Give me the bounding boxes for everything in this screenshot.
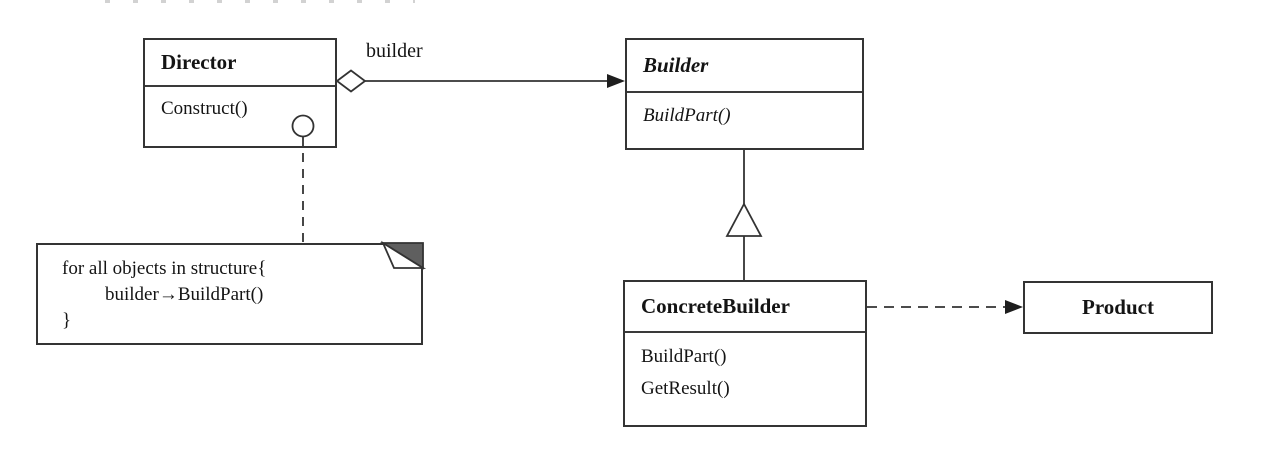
note-line-1: for all objects in structure{ — [62, 258, 267, 279]
concrete-builder-method-getresult: GetResult() — [641, 378, 730, 399]
note-box: for all objects in structure{ builder→Bu… — [36, 243, 423, 345]
class-name-product: Product — [1082, 295, 1154, 319]
class-box-builder: Builder BuildPart() — [625, 38, 864, 150]
class-box-product: Product — [1023, 281, 1213, 334]
aggregation-arrowhead-icon — [607, 74, 625, 88]
class-name-concrete-builder: ConcreteBuilder — [625, 282, 865, 333]
note-line-2: builder→BuildPart() — [105, 284, 264, 305]
class-box-concrete-builder: ConcreteBuilder BuildPart() GetResult() — [623, 280, 867, 427]
inheritance-triangle-icon — [725, 202, 763, 237]
concrete-builder-method-buildpart: BuildPart() — [641, 346, 727, 367]
class-name-builder: Builder — [627, 40, 862, 93]
aggregation-diamond-icon — [335, 69, 367, 93]
note-line-3: } — [62, 310, 72, 331]
builder-method-buildpart: BuildPart() — [643, 105, 731, 126]
dependency-arrowhead-icon — [1005, 300, 1023, 314]
class-box-director: Director Construct() — [143, 38, 337, 148]
aggregation-role-label: builder — [366, 40, 423, 62]
director-method-construct: Construct() — [161, 98, 248, 119]
cropped-text-artifact — [105, 0, 415, 3]
class-name-director: Director — [145, 40, 335, 87]
